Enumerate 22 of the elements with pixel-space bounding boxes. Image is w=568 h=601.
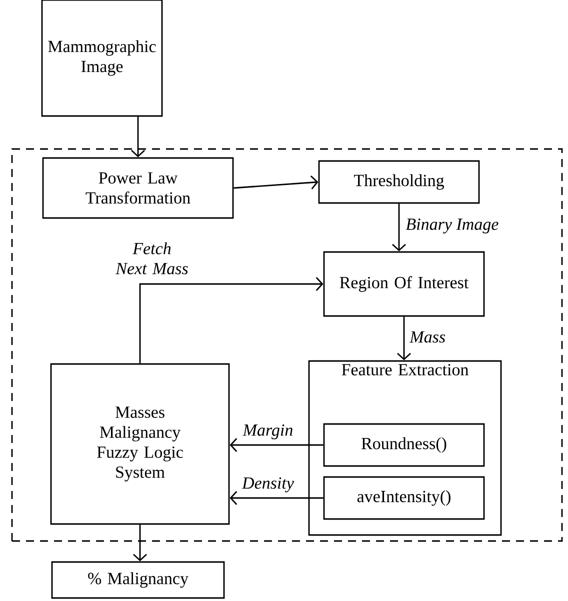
arrow [392, 204, 406, 252]
arrow [131, 116, 145, 158]
arrow [397, 316, 411, 360]
function-box: Roundness() [323, 423, 485, 467]
edge-label: Density [242, 477, 294, 492]
dashed-frame [11, 148, 563, 542]
process-box: Masses Malignancy Fuzzy Logic System [50, 363, 230, 525]
input-box: Mammographic Image [41, 0, 163, 117]
function-box: aveIntensity() [323, 476, 485, 520]
arrow [139, 277, 324, 364]
edge-label: Binary Image [406, 218, 498, 234]
arrow [230, 438, 324, 452]
arrow [230, 491, 324, 505]
edge-label: Margin [242, 424, 292, 440]
process-box: Thresholding [318, 160, 480, 204]
process-box: Power Law Transformation [42, 157, 234, 219]
process-box: Region Of Interest [323, 251, 485, 317]
edge-label: Fetch Next Mass [116, 242, 188, 274]
edge-label: Mass [410, 331, 446, 343]
arrow [234, 176, 318, 190]
output-box: % Malignancy [51, 561, 225, 599]
arrow [133, 524, 147, 562]
